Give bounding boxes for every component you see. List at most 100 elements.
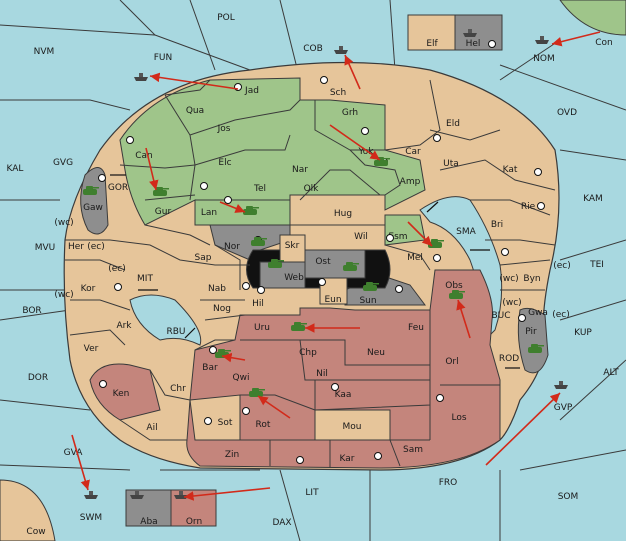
label-jad: Jad [244, 86, 259, 96]
svg-text:(ec): (ec) [108, 264, 126, 274]
svg-text:(ec): (ec) [553, 261, 571, 271]
svg-text:MVU: MVU [35, 243, 56, 253]
label-jos: Jos [217, 124, 231, 134]
label-ken: Ken [113, 389, 130, 399]
label-orl: Orl [445, 357, 458, 367]
label-kaa: Kaa [335, 390, 352, 400]
prov-gaw[interactable] [80, 167, 109, 235]
label-sch: Sch [330, 88, 346, 98]
label-nor: Nor [224, 242, 240, 252]
sea-labels: POL NVM FUN COB NOM Con OVD KAL GVG GOR … [7, 13, 620, 537]
province-labels: Elf Hel Jad Sch Qua Grh Jos Eld Can Yok … [68, 39, 548, 527]
region-red [186, 269, 501, 469]
label-uru: Uru [254, 323, 270, 333]
svg-text:MIT: MIT [137, 274, 153, 284]
label-nar: Nar [292, 165, 308, 175]
label-bri: Bri [491, 220, 503, 230]
label-elf: Elf [426, 39, 438, 49]
svg-text:(wc): (wc) [54, 218, 73, 228]
label-obs: Obs [445, 281, 463, 291]
label-byn: Byn [523, 274, 540, 284]
label-rie: Rie [521, 202, 536, 212]
label-ost: Ost [315, 257, 331, 267]
svg-text:KUP: KUP [574, 328, 592, 338]
label-kat: Kat [503, 165, 518, 175]
svg-text:(wc): (wc) [499, 274, 518, 284]
svg-text:BOR: BOR [22, 306, 41, 316]
label-skr: Skr [285, 241, 300, 251]
svg-text:DOR: DOR [28, 373, 48, 383]
label-neu: Neu [367, 348, 385, 358]
svg-text:KAM: KAM [583, 194, 603, 204]
svg-text:GVA: GVA [64, 448, 84, 458]
label-eun: Eun [324, 295, 341, 305]
prov-elf[interactable] [407, 14, 456, 51]
adjacency-markers [110, 174, 520, 369]
svg-text:(ec): (ec) [87, 242, 105, 252]
svg-text:OVD: OVD [557, 108, 577, 118]
svg-text:GVP: GVP [554, 403, 573, 413]
label-lan: Lan [201, 208, 217, 218]
label-wil: Wil [354, 232, 368, 242]
label-esm: Esm [388, 232, 407, 242]
prov-sot[interactable] [189, 394, 241, 441]
svg-text:SWM: SWM [80, 513, 102, 523]
svg-text:Con: Con [595, 38, 613, 48]
label-orn: Orn [186, 517, 202, 527]
svg-text:ROD: ROD [499, 354, 519, 364]
label-nog: Nog [213, 304, 231, 314]
svg-text:(wc): (wc) [502, 298, 521, 308]
supply-centers [98, 40, 545, 464]
label-car: Car [405, 147, 421, 157]
label-nab: Nab [208, 284, 226, 294]
label-hel: Hel [466, 39, 481, 49]
prov-ost[interactable] [304, 249, 366, 279]
label-feu: Feu [408, 323, 424, 333]
svg-text:GVG: GVG [53, 158, 73, 168]
label-zin: Zin [225, 450, 239, 460]
label-los: Los [451, 413, 466, 423]
green-borders [119, 79, 401, 201]
label-hil: Hil [252, 299, 264, 309]
label-kor: Kor [81, 284, 96, 294]
label-ark: Ark [116, 321, 132, 331]
neutral-borders [65, 79, 556, 441]
label-sot: Sot [218, 418, 233, 428]
prov-ken[interactable] [89, 363, 161, 421]
label-qwi: Qwi [233, 373, 250, 383]
label-sun: Sun [359, 296, 376, 306]
label-bar: Bar [202, 363, 218, 373]
label-uta: Uta [443, 159, 459, 169]
label-ver: Ver [84, 344, 99, 354]
label-rot: Rot [256, 420, 271, 430]
label-elc: Elc [218, 158, 231, 168]
svg-text:BUC: BUC [491, 311, 510, 321]
label-gwa: Gwa [528, 308, 548, 318]
prov-pir[interactable] [517, 307, 549, 374]
svg-text:SMA: SMA [456, 227, 476, 237]
label-olk: Olk [304, 184, 320, 194]
label-nil: Nil [316, 369, 328, 379]
label-sap: Sap [195, 253, 212, 263]
red-borders [194, 310, 500, 468]
svg-text:ALT: ALT [603, 368, 619, 378]
sea-rbu[interactable] [129, 294, 202, 346]
label-her: Her [68, 242, 84, 252]
label-gur: Gur [155, 207, 172, 217]
svg-text:KAL: KAL [7, 164, 24, 174]
label-ail: Ail [146, 423, 157, 433]
label-gaw: Gaw [83, 203, 103, 213]
label-qua: Qua [186, 106, 204, 116]
label-grh: Grh [342, 108, 358, 118]
label-kar: Kar [340, 454, 355, 464]
label-web: Web [284, 273, 304, 283]
svg-text:POL: POL [217, 13, 235, 23]
label-sam: Sam [403, 445, 423, 455]
prov-web[interactable] [259, 261, 306, 289]
svg-text:TEI: TEI [589, 260, 604, 270]
label-eld: Eld [446, 119, 460, 129]
label-aba: Aba [140, 517, 157, 527]
